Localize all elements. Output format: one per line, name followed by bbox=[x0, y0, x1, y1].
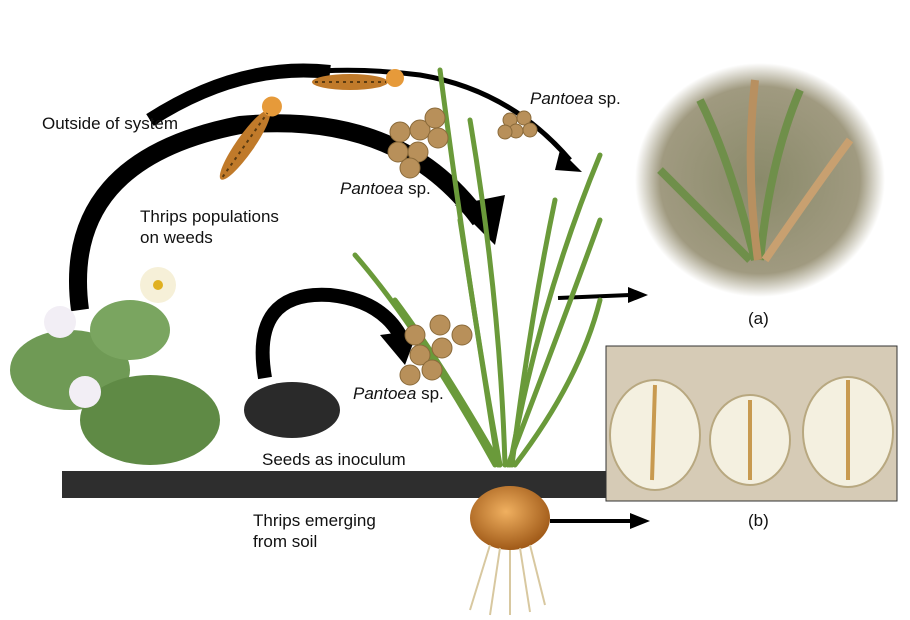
species-abbrev: sp. bbox=[408, 179, 431, 198]
label-seeds-as-inoculum: Seeds as inoculum bbox=[262, 450, 406, 469]
label-pantoea-low: Pantoea sp. bbox=[353, 383, 444, 404]
species-abbrev: sp. bbox=[421, 384, 444, 403]
label-panel-a: (a) bbox=[748, 309, 769, 328]
label-outside-of-system: Outside of system bbox=[42, 114, 179, 133]
label-pantoea-top: Pantoea sp. bbox=[530, 88, 621, 109]
label-line: Thrips populations bbox=[140, 207, 279, 226]
onion-bulb bbox=[470, 486, 550, 550]
species-abbrev: sp. bbox=[598, 89, 621, 108]
onion-roots bbox=[469, 544, 546, 616]
label-panel-b: (b) bbox=[748, 511, 769, 530]
genus-name: Pantoea bbox=[353, 384, 417, 403]
soil-layer bbox=[62, 471, 622, 498]
label-thrips-emerging: Thrips emerging from soil bbox=[253, 510, 376, 552]
arrow-seeds-to-plant bbox=[255, 287, 407, 380]
pantoea-cluster-top bbox=[497, 110, 538, 140]
label-pantoea-mid: Pantoea sp. bbox=[340, 178, 431, 199]
onion-plant bbox=[352, 67, 603, 468]
weed-plant bbox=[10, 267, 220, 465]
label-thrips-on-weeds: Thrips populations on weeds bbox=[140, 206, 279, 248]
thrips-insect-left bbox=[219, 96, 282, 180]
genus-name: Pantoea bbox=[340, 179, 404, 198]
pantoea-cluster-low bbox=[399, 314, 473, 386]
label-line: from soil bbox=[253, 532, 318, 551]
label-line: on weeds bbox=[140, 228, 213, 247]
thrips-insect-top bbox=[312, 69, 404, 90]
pantoea-cluster-mid bbox=[387, 107, 449, 179]
seed-pile bbox=[244, 382, 340, 438]
genus-name: Pantoea bbox=[530, 89, 594, 108]
panel-b-onion-halves bbox=[609, 376, 894, 491]
label-line: Thrips emerging bbox=[253, 511, 376, 530]
panel-a-infected-leaves-photo bbox=[635, 63, 885, 297]
panel-a-leaves bbox=[657, 79, 854, 263]
